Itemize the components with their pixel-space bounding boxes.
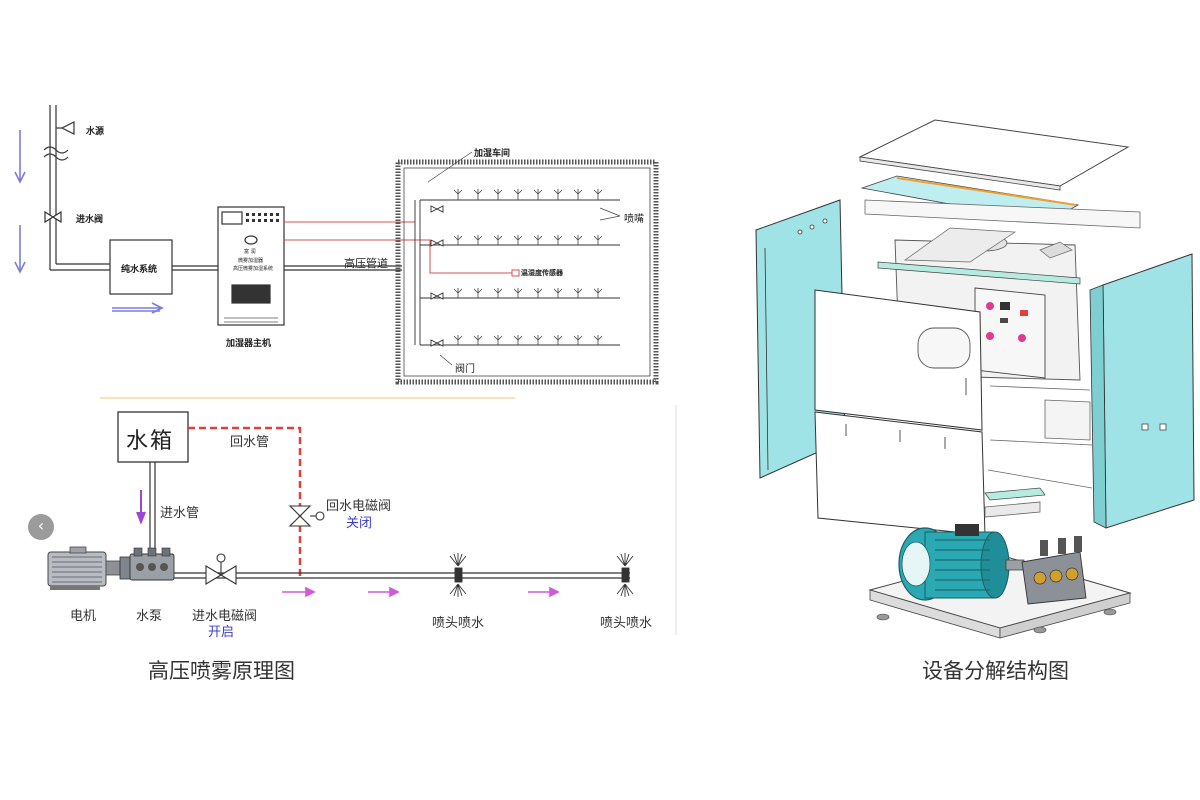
label-nozzle: 喷嘴 xyxy=(624,214,644,225)
exploded-structure-diagram xyxy=(755,119,1195,639)
caption-principle: 高压喷雾原理图 xyxy=(148,659,295,683)
label-workshop: 加湿车间 xyxy=(474,149,511,159)
label-water-source: 水源 xyxy=(86,127,105,137)
signal-lines xyxy=(284,221,512,274)
label-motor: 电机 xyxy=(70,609,97,624)
humidifier-cabinet xyxy=(217,206,285,326)
return-solenoid-valve xyxy=(288,505,325,527)
label-valve: 阀门 xyxy=(455,364,475,375)
label-inlet-pipe: 进水管 xyxy=(160,506,200,521)
pump xyxy=(119,547,175,581)
principle-diagram xyxy=(47,405,677,635)
label-sensor: 温湿度传感器 xyxy=(521,269,563,277)
inner-frame xyxy=(984,385,1093,518)
label-return-solenoid: 回水电磁阀 xyxy=(326,499,392,514)
inlet-valve-symbol xyxy=(44,210,62,224)
caption-exploded: 设备分解结构图 xyxy=(922,659,1069,683)
label-inlet-state: 开启 xyxy=(208,625,235,640)
label-inlet-valve: 进水阀 xyxy=(76,215,104,225)
nozzle-manifold xyxy=(414,199,620,347)
pump-head xyxy=(1021,536,1087,605)
label-high-pressure-pipe: 高压管道 xyxy=(344,257,388,270)
cabinet-system: 高压微雾加湿系统 xyxy=(233,266,274,272)
inlet-solenoid-valve xyxy=(205,553,237,585)
water-source-tap xyxy=(43,105,75,270)
water-tank xyxy=(117,411,189,463)
label-water-tank: 水箱 xyxy=(126,429,175,454)
workshop-room xyxy=(395,159,659,385)
pipe-flow-arrows xyxy=(282,586,560,598)
label-nozzle-spray-1: 喷头喷水 xyxy=(432,616,485,631)
right-side-panel xyxy=(1102,253,1195,529)
label-humidifier-host: 加湿器主机 xyxy=(226,339,272,349)
cabinet-model: 微雾加湿器 xyxy=(238,258,264,264)
spray-nozzles xyxy=(453,189,603,345)
label-nozzle-spray-2: 喷头喷水 xyxy=(600,616,653,631)
system-layout-diagram xyxy=(14,105,659,399)
carousel-prev-button[interactable]: ‹ xyxy=(28,514,54,540)
control-panel xyxy=(974,287,1046,379)
label-inlet-solenoid: 进水电磁阀 xyxy=(192,609,258,624)
pure-water-system-box xyxy=(109,239,173,295)
label-return-pipe: 回水管 xyxy=(230,435,270,450)
back-frame xyxy=(864,199,1141,229)
return-pipe xyxy=(188,426,302,578)
pump-motor xyxy=(898,524,1025,601)
motor xyxy=(47,546,121,590)
front-door xyxy=(814,289,983,431)
sensor-box xyxy=(511,269,520,277)
spray-nozzle-2 xyxy=(616,553,634,597)
label-return-state: 关闭 xyxy=(346,516,373,531)
label-pure-water-system: 纯水系统 xyxy=(121,265,158,275)
cabinet-brand: 富 润 xyxy=(244,249,256,255)
inner-rails xyxy=(877,261,1081,285)
label-pump: 水泵 xyxy=(136,609,163,624)
flow-arrows xyxy=(14,130,164,314)
spray-nozzle-1 xyxy=(449,553,467,597)
